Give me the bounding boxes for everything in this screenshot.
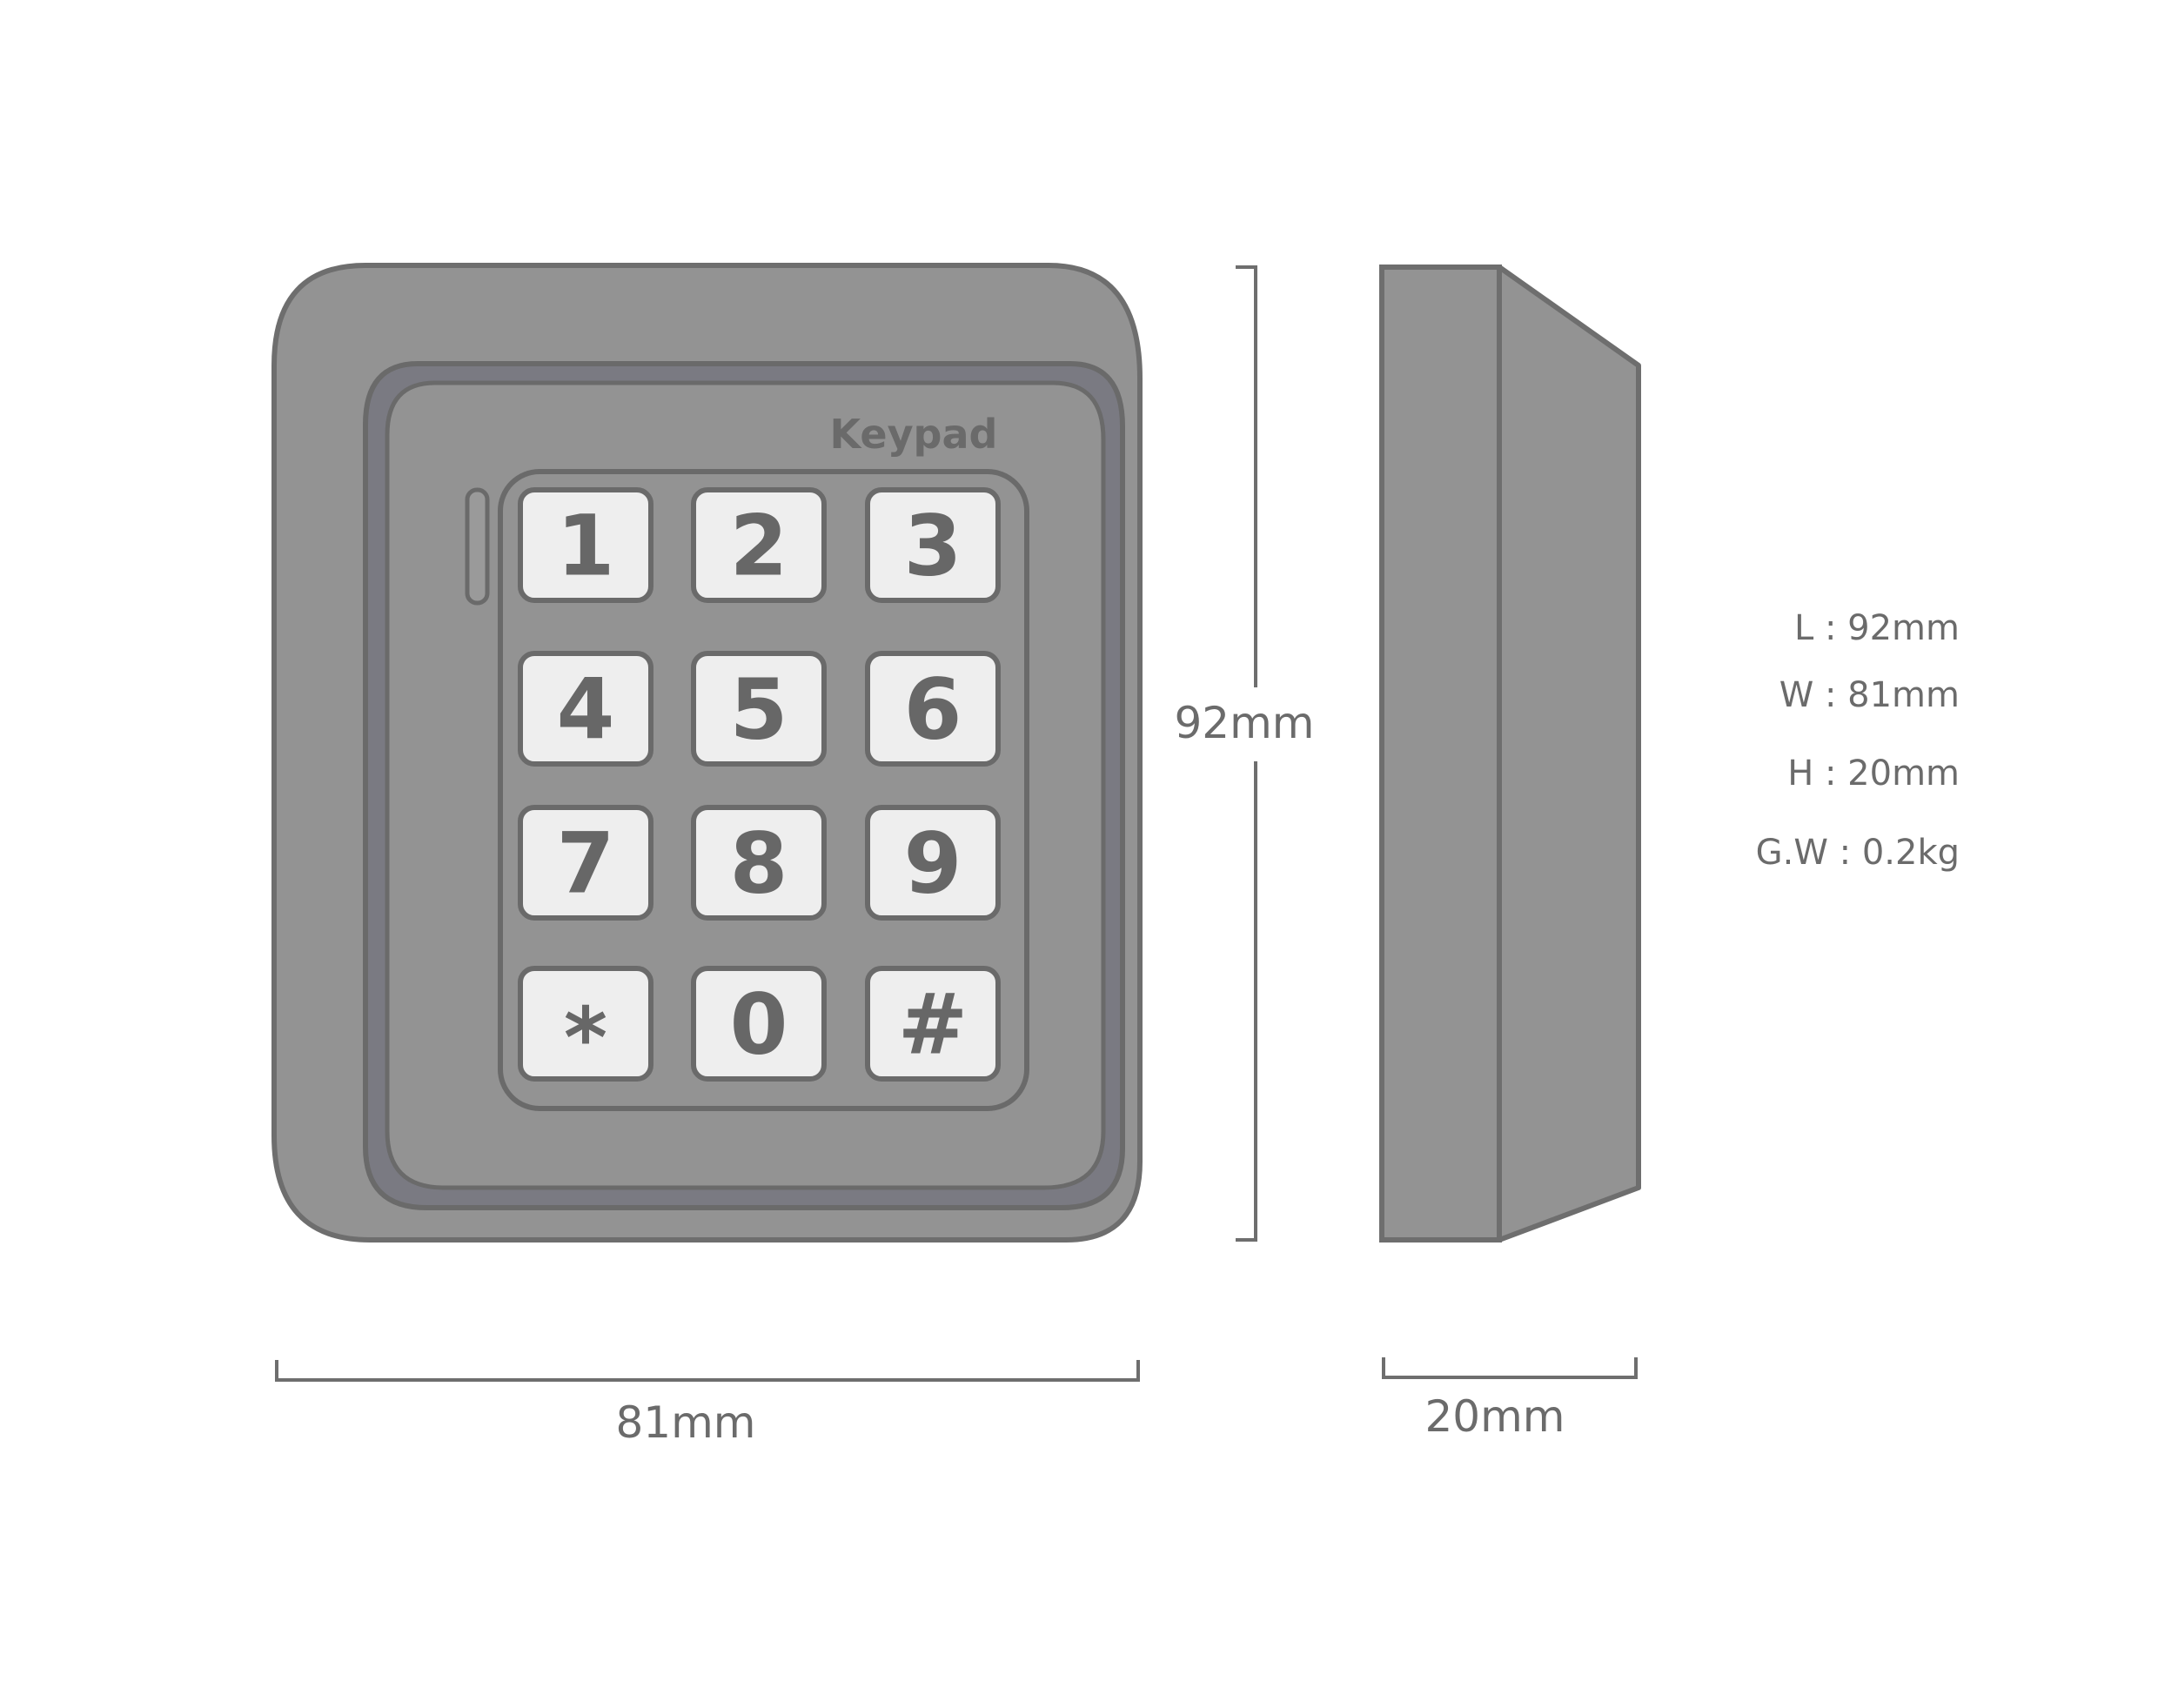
key-star[interactable] (518, 966, 653, 1082)
key-label: 7 (557, 815, 615, 913)
key-grid: 1 2 3 4 5 6 7 8 9 * 0 # (518, 487, 1001, 1088)
key-label: 0 (730, 976, 788, 1074)
side-taper (1497, 265, 1641, 1242)
side-face (1379, 265, 1502, 1242)
key-label: 4 (557, 661, 615, 759)
spec-gw: G.W : 0.2kg (1756, 833, 1960, 873)
key-5[interactable] (691, 651, 827, 767)
front-view: Keypad 1 2 3 4 5 6 7 8 9 * 0 # (271, 263, 1143, 1242)
key-label: 8 (730, 815, 788, 913)
key-label: * (564, 990, 607, 1088)
key-4[interactable] (518, 651, 653, 767)
depth-dimension (1382, 1357, 1638, 1379)
key-7[interactable] (518, 805, 653, 921)
spec-h: H : 20mm (1787, 754, 1960, 794)
spec-l: L : 92mm (1794, 608, 1960, 648)
height-dimension-label: 92mm (1174, 698, 1314, 748)
side-view (1379, 265, 1641, 1242)
key-2[interactable] (691, 487, 827, 603)
key-label: 1 (557, 498, 615, 595)
spec-w: W : 81mm (1779, 675, 1960, 715)
height-dimension (1236, 265, 1257, 1242)
key-label: # (898, 976, 968, 1074)
depth-dimension-label: 20mm (1424, 1391, 1565, 1442)
led-indicator (465, 487, 490, 606)
key-8[interactable] (691, 805, 827, 921)
key-label: 9 (904, 815, 962, 913)
key-9[interactable] (865, 805, 1001, 921)
spec-list: L : 92mm W : 81mm H : 20mm G.W : 0.2kg (1756, 608, 1960, 873)
keypad-frame (498, 469, 1029, 1111)
key-label: 2 (730, 498, 788, 595)
key-label: 5 (730, 661, 788, 759)
key-3[interactable] (865, 487, 1001, 603)
brand-label: Keypad (830, 411, 998, 458)
key-6[interactable] (865, 651, 1001, 767)
key-hash[interactable] (865, 966, 1001, 1082)
width-dimension-label: 81mm (615, 1397, 755, 1448)
key-0[interactable] (691, 966, 827, 1082)
key-1[interactable] (518, 487, 653, 603)
key-label: 3 (904, 498, 962, 595)
width-dimension (275, 1360, 1140, 1382)
key-label: 6 (904, 661, 962, 759)
